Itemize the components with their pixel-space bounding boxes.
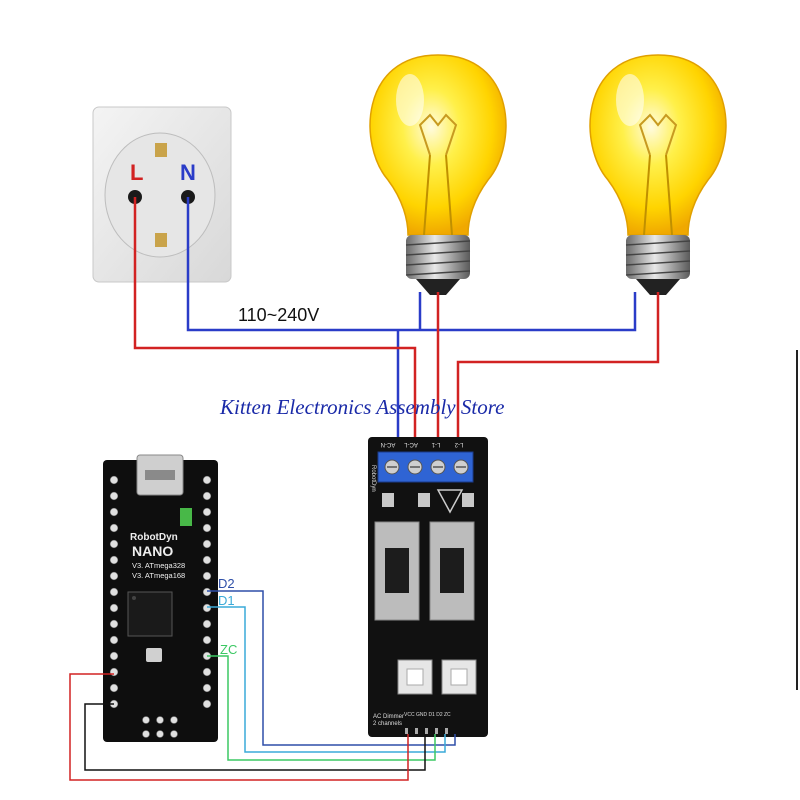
live-wire — [133, 197, 417, 460]
lamp2-wire — [456, 292, 660, 460]
dimmer-footer-line1: AC Dimmer — [373, 714, 404, 720]
nano-brand: RobotDyn — [130, 532, 178, 543]
terminal-label-acl: AC-L — [404, 441, 418, 447]
gnd-wire — [84, 703, 426, 771]
light-bulb-1 — [369, 54, 507, 296]
nano-chip-label-2: V3. ATmega168 — [132, 571, 185, 580]
signal-wiring — [69, 590, 456, 781]
terminal-label-l2: L-2 — [454, 441, 463, 447]
d2-wire — [207, 590, 456, 746]
arduino-nano-board: RobotDyn NANO V3. ATmega328 V3. ATmega16… — [103, 454, 218, 742]
ac-wiring — [133, 197, 660, 460]
dimmer-footer-line2: 2 channels — [373, 721, 402, 727]
vcc-wire — [69, 673, 409, 781]
terminal-label-l1: L-1 — [431, 441, 440, 447]
ac-dimmer-module: AC-N AC-L L-1 L-2 RobotDyn — [368, 437, 488, 737]
triac-heatsinks — [374, 521, 475, 621]
outlet-live-label: L — [130, 160, 143, 185]
voltage-label: 110~240V — [238, 305, 319, 325]
nano-model: NANO — [132, 543, 173, 559]
zc-wire — [207, 655, 436, 761]
d1-wire — [207, 606, 446, 753]
d1-label: D1 — [218, 593, 235, 608]
outlet-neutral-label: N — [180, 160, 196, 185]
nano-chip-label-1: V3. ATmega328 — [132, 561, 185, 570]
wall-outlet: L N — [92, 106, 232, 283]
light-bulb-2 — [589, 54, 727, 296]
neutral-wire — [186, 197, 637, 332]
dimmer-header-pins — [405, 728, 448, 734]
d2-label: D2 — [218, 576, 235, 591]
dimmer-brand: RobotDyn — [370, 465, 376, 492]
dimmer-pin-labels: VCC GND D1 D2 ZC — [404, 712, 451, 718]
watermark: Kitten Electronics Assembly Store — [219, 395, 504, 419]
terminal-label-acn: AC-N — [381, 441, 396, 447]
zc-label: ZC — [220, 642, 237, 657]
reset-button — [146, 648, 162, 662]
